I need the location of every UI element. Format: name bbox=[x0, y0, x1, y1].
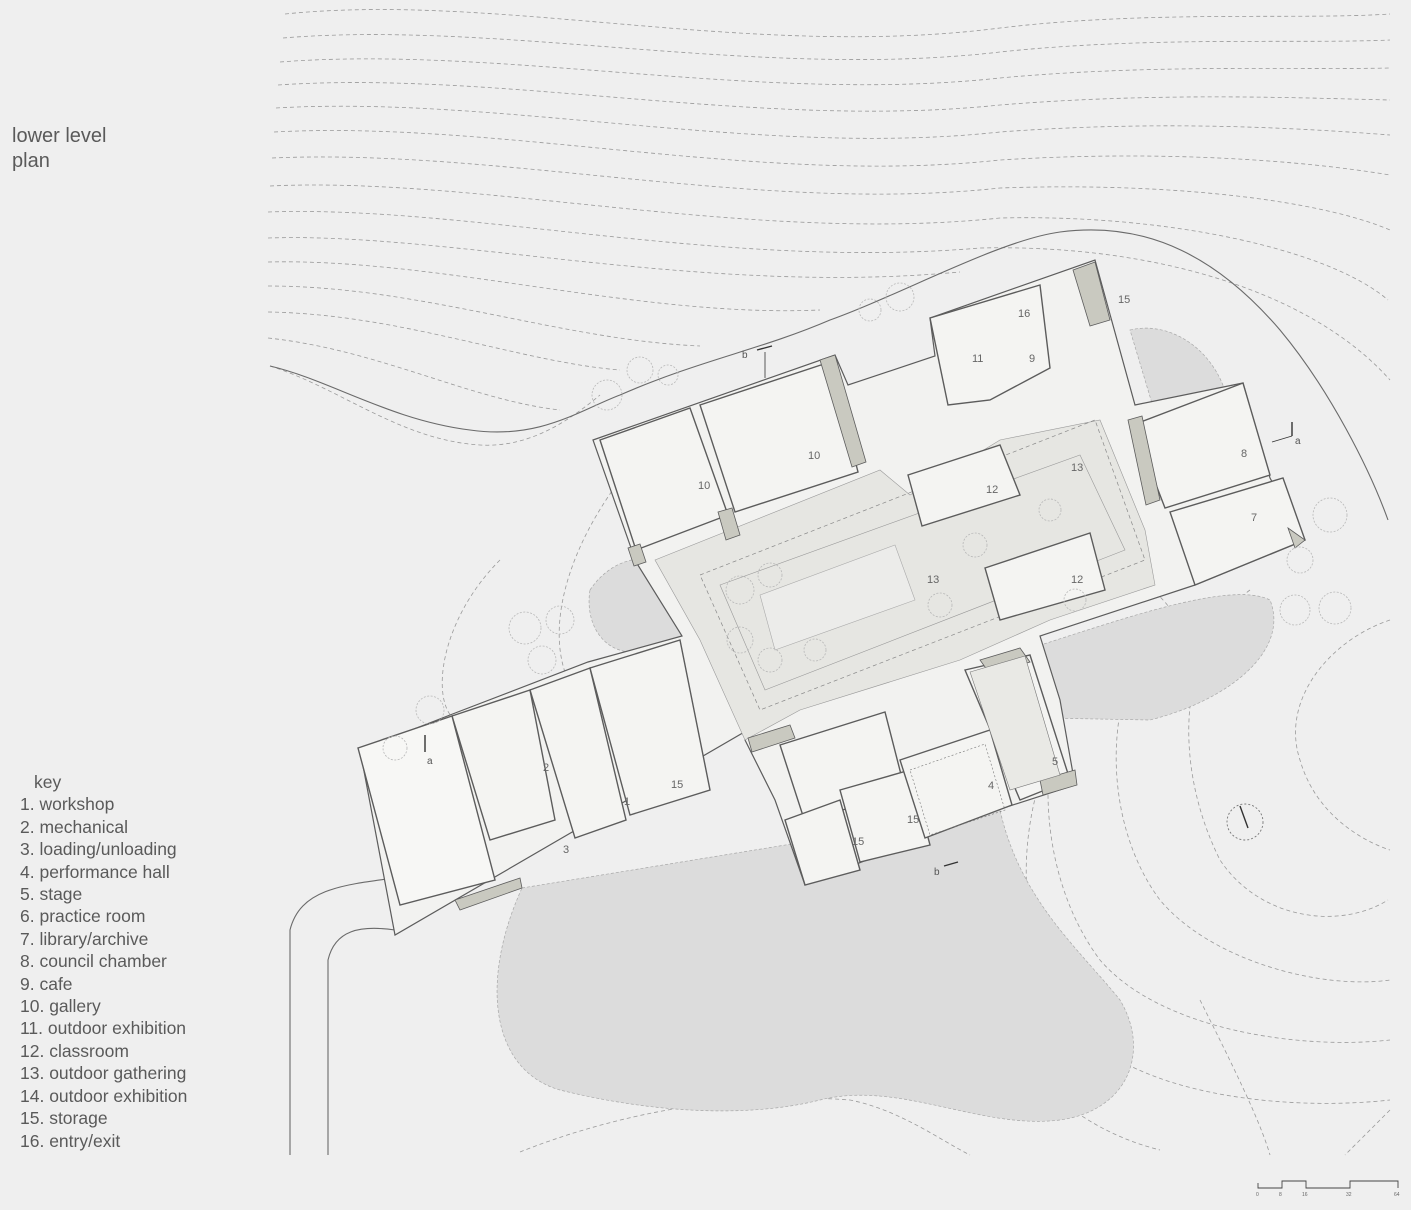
room-label: 2 bbox=[543, 762, 549, 774]
title-line-1: lower level bbox=[12, 125, 107, 147]
scale-tick: 0 bbox=[1256, 1192, 1259, 1198]
room-label: 15 bbox=[907, 814, 919, 826]
key-legend: key 1. workshop 2. mechanical 3. loading… bbox=[20, 771, 187, 1152]
scale-bar: 0 8 16 32 64 bbox=[1256, 1180, 1400, 1198]
key-item: 5. stage bbox=[20, 884, 83, 905]
tree-symbols bbox=[382, 282, 1352, 761]
contour-lines bbox=[267, 9, 1391, 1156]
key-item: 15. storage bbox=[20, 1108, 108, 1129]
key-item: 13. outdoor gathering bbox=[20, 1063, 187, 1084]
walls bbox=[454, 261, 1306, 911]
room-label: 10 bbox=[808, 450, 820, 462]
room-label: 12 bbox=[1071, 574, 1083, 586]
site-boundary bbox=[269, 229, 1389, 1155]
scale-tick: 32 bbox=[1346, 1192, 1352, 1198]
room-label: 9 bbox=[1029, 353, 1035, 365]
key-item: 3. loading/unloading bbox=[20, 839, 177, 860]
key-item: 1. workshop bbox=[20, 794, 115, 815]
scale-tick: 16 bbox=[1302, 1192, 1308, 1198]
key-item: 12. classroom bbox=[20, 1040, 129, 1061]
room-labels: 10 10 12 12 13 13 11 9 16 15 8 7 2 1 3 1… bbox=[543, 294, 1257, 856]
room-label: 16 bbox=[1018, 308, 1030, 320]
key-item: 16. entry/exit bbox=[20, 1130, 121, 1151]
room-label: 4 bbox=[988, 780, 994, 792]
section-marks bbox=[424, 345, 1293, 867]
section-mark-a: a bbox=[427, 756, 433, 767]
section-mark-b: b bbox=[742, 350, 748, 361]
room-label: 8 bbox=[1241, 448, 1247, 460]
key-item: 2. mechanical bbox=[20, 816, 128, 837]
room-label: 15 bbox=[671, 779, 683, 791]
key-item: 14. outdoor exhibition bbox=[20, 1085, 188, 1106]
room-label: 12 bbox=[986, 484, 998, 496]
title-line-2: plan bbox=[12, 150, 50, 172]
room-label: 13 bbox=[927, 574, 939, 586]
performance-hall-seating bbox=[909, 655, 1061, 836]
plan-title: lower level plan bbox=[12, 124, 106, 174]
room-label: 15 bbox=[1118, 294, 1130, 306]
key-item: 6. practice room bbox=[20, 906, 146, 927]
room-label: 15 bbox=[852, 836, 864, 848]
room-label: 11 bbox=[972, 353, 983, 365]
key-item: 8. council chamber bbox=[20, 951, 167, 972]
key-item: 4. performance hall bbox=[20, 861, 170, 882]
room-label: 5 bbox=[1052, 756, 1058, 768]
room-label: 3 bbox=[563, 844, 569, 856]
key-item: 10. gallery bbox=[20, 996, 101, 1017]
section-mark-a: a bbox=[1295, 436, 1301, 447]
scale-tick: 8 bbox=[1279, 1192, 1282, 1198]
room-label: 10 bbox=[698, 480, 710, 492]
key-item: 11. outdoor exhibition bbox=[20, 1018, 187, 1039]
section-mark-b: b bbox=[934, 867, 940, 878]
key-heading: key bbox=[34, 772, 62, 792]
flagpole-symbol bbox=[1226, 803, 1264, 841]
room-label: 13 bbox=[1071, 462, 1083, 474]
room-label: 1 bbox=[624, 796, 630, 808]
room-label: 7 bbox=[1251, 512, 1257, 524]
scale-tick: 64 bbox=[1394, 1192, 1400, 1198]
key-item: 9. cafe bbox=[20, 973, 73, 994]
key-item: 7. library/archive bbox=[20, 928, 149, 949]
